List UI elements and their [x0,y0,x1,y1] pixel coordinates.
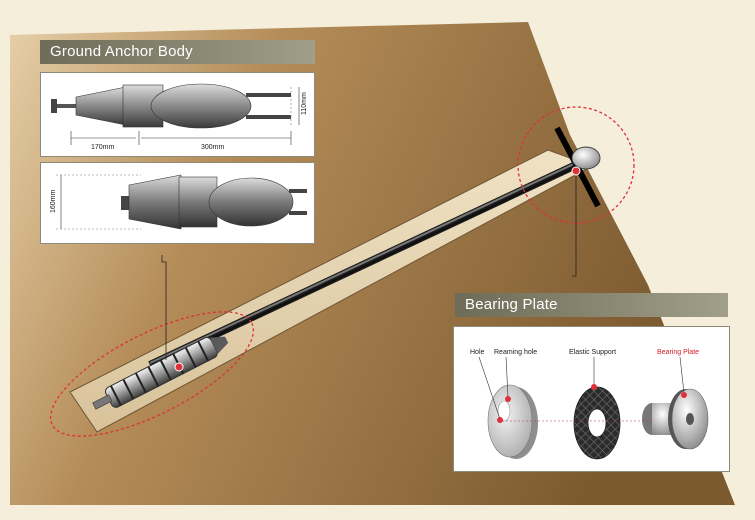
dim-110mm: 110mm [301,92,308,115]
label-bearing-plate: Bearing Plate [657,349,699,356]
dim-300mm: 300mm [201,144,225,151]
label-reaming-hole: Reaming hole [494,349,537,356]
plate-leader-line [572,176,577,277]
dim-160mm: 160mm [50,189,57,213]
anchor-side-view-box: 170mm 300mm 110mm [40,72,315,157]
ground-anchor-title: Ground Anchor Body [40,40,315,64]
bearing-plate-detail-box: Hole Reaming hole Elastic Support Bearin… [453,326,730,472]
bearing-plate-title: Bearing Plate [455,293,728,317]
label-hole: Hole [470,349,485,356]
anchor-highlight-ellipse [49,311,255,437]
anchor-top-view-box: 160mm [40,162,315,244]
plate-marker-dot [571,166,581,176]
anchor-body-in-ground [92,336,229,410]
concrete-disc [487,384,538,459]
bearing-plate-exploded-drawing: Hole Reaming hole Elastic Support Bearin… [470,349,709,460]
anchor-top-view-drawing: 160mm [50,174,307,230]
anchor-marker-dot [174,362,184,372]
label-elastic-support: Elastic Support [569,349,616,356]
elastic-support-disc [573,386,621,460]
anchor-side-view-drawing: 170mm 300mm 110mm [51,83,308,151]
tendon [148,160,580,369]
dim-170mm: 170mm [91,144,115,151]
anchor-leader-line [161,255,167,360]
bearing-plate-part [642,388,709,450]
